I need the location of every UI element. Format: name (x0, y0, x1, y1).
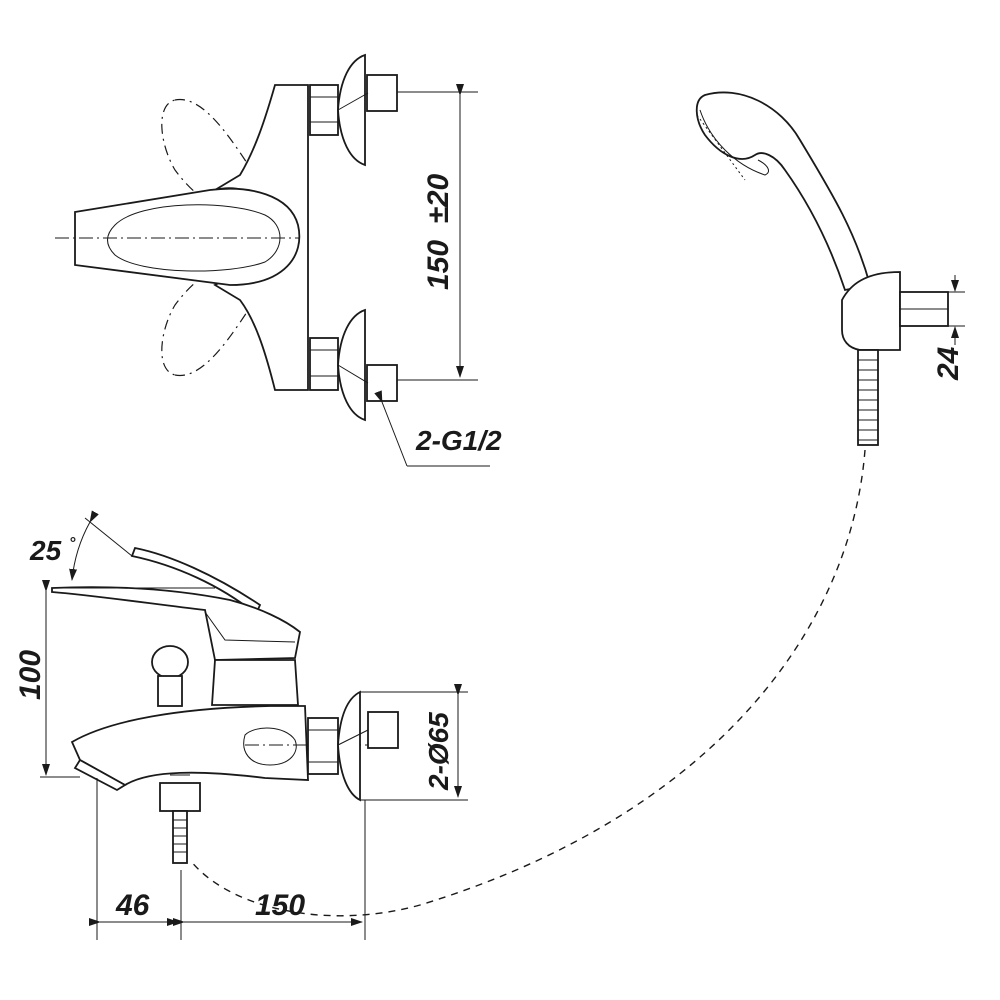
spout-length-value: 150 (255, 889, 305, 922)
lever-angle-value: 25 (29, 535, 62, 566)
top-lever-inner (107, 204, 281, 272)
side-hose (172, 810, 188, 864)
upper-inlet (366, 74, 398, 112)
upper-flange (337, 53, 366, 167)
shower-handle (695, 91, 872, 292)
inlet-spacing-tolerance: ±20 (422, 173, 455, 223)
top-lever-handle (74, 187, 301, 286)
svg-text:150 ±20: 150 ±20 (422, 173, 455, 290)
dimension-height: 100 (14, 580, 80, 778)
top-view-faucet (55, 53, 398, 422)
svg-text:25 °: 25 ° (29, 535, 76, 566)
shower-holder (841, 271, 901, 351)
hose-path (189, 449, 866, 917)
upper-nut (309, 84, 339, 136)
side-flange (337, 690, 361, 802)
lever-angle-unit: ° (69, 535, 76, 552)
shower-hose (857, 349, 879, 446)
aerator (73, 758, 127, 792)
height-value: 100 (14, 650, 47, 700)
hand-shower (695, 91, 949, 446)
side-lever (51, 586, 301, 661)
flange-value: 2-Ø65 (423, 712, 454, 791)
hose-mount-value: 24 (932, 346, 965, 381)
dimension-inlet-spacing: 150 ±20 (397, 84, 478, 381)
lower-flange (337, 308, 366, 422)
diverter-knob (151, 645, 189, 679)
shower-head-face (699, 109, 769, 176)
dimension-hose-mount: 24 (932, 275, 965, 381)
dimension-flange: 2-Ø65 (360, 684, 468, 801)
side-view-faucet (51, 546, 399, 864)
dimension-lever-angle: 25 ° (29, 510, 215, 589)
side-body-column (211, 659, 299, 706)
spout-offset-value: 46 (115, 889, 150, 922)
thread-callout: 2-G1/2 (374, 390, 502, 467)
side-inlet (367, 711, 399, 749)
lower-inlet (366, 364, 398, 402)
dimension-bottom: 46 150 (89, 778, 366, 940)
hose-outlet (159, 782, 201, 812)
lower-nut (309, 337, 339, 391)
side-nut (307, 717, 339, 775)
spout (70, 705, 309, 787)
thread-label: 2-G1/2 (415, 425, 502, 456)
diverter-stem (157, 675, 183, 707)
inlet-spacing-value: 150 (422, 240, 455, 290)
